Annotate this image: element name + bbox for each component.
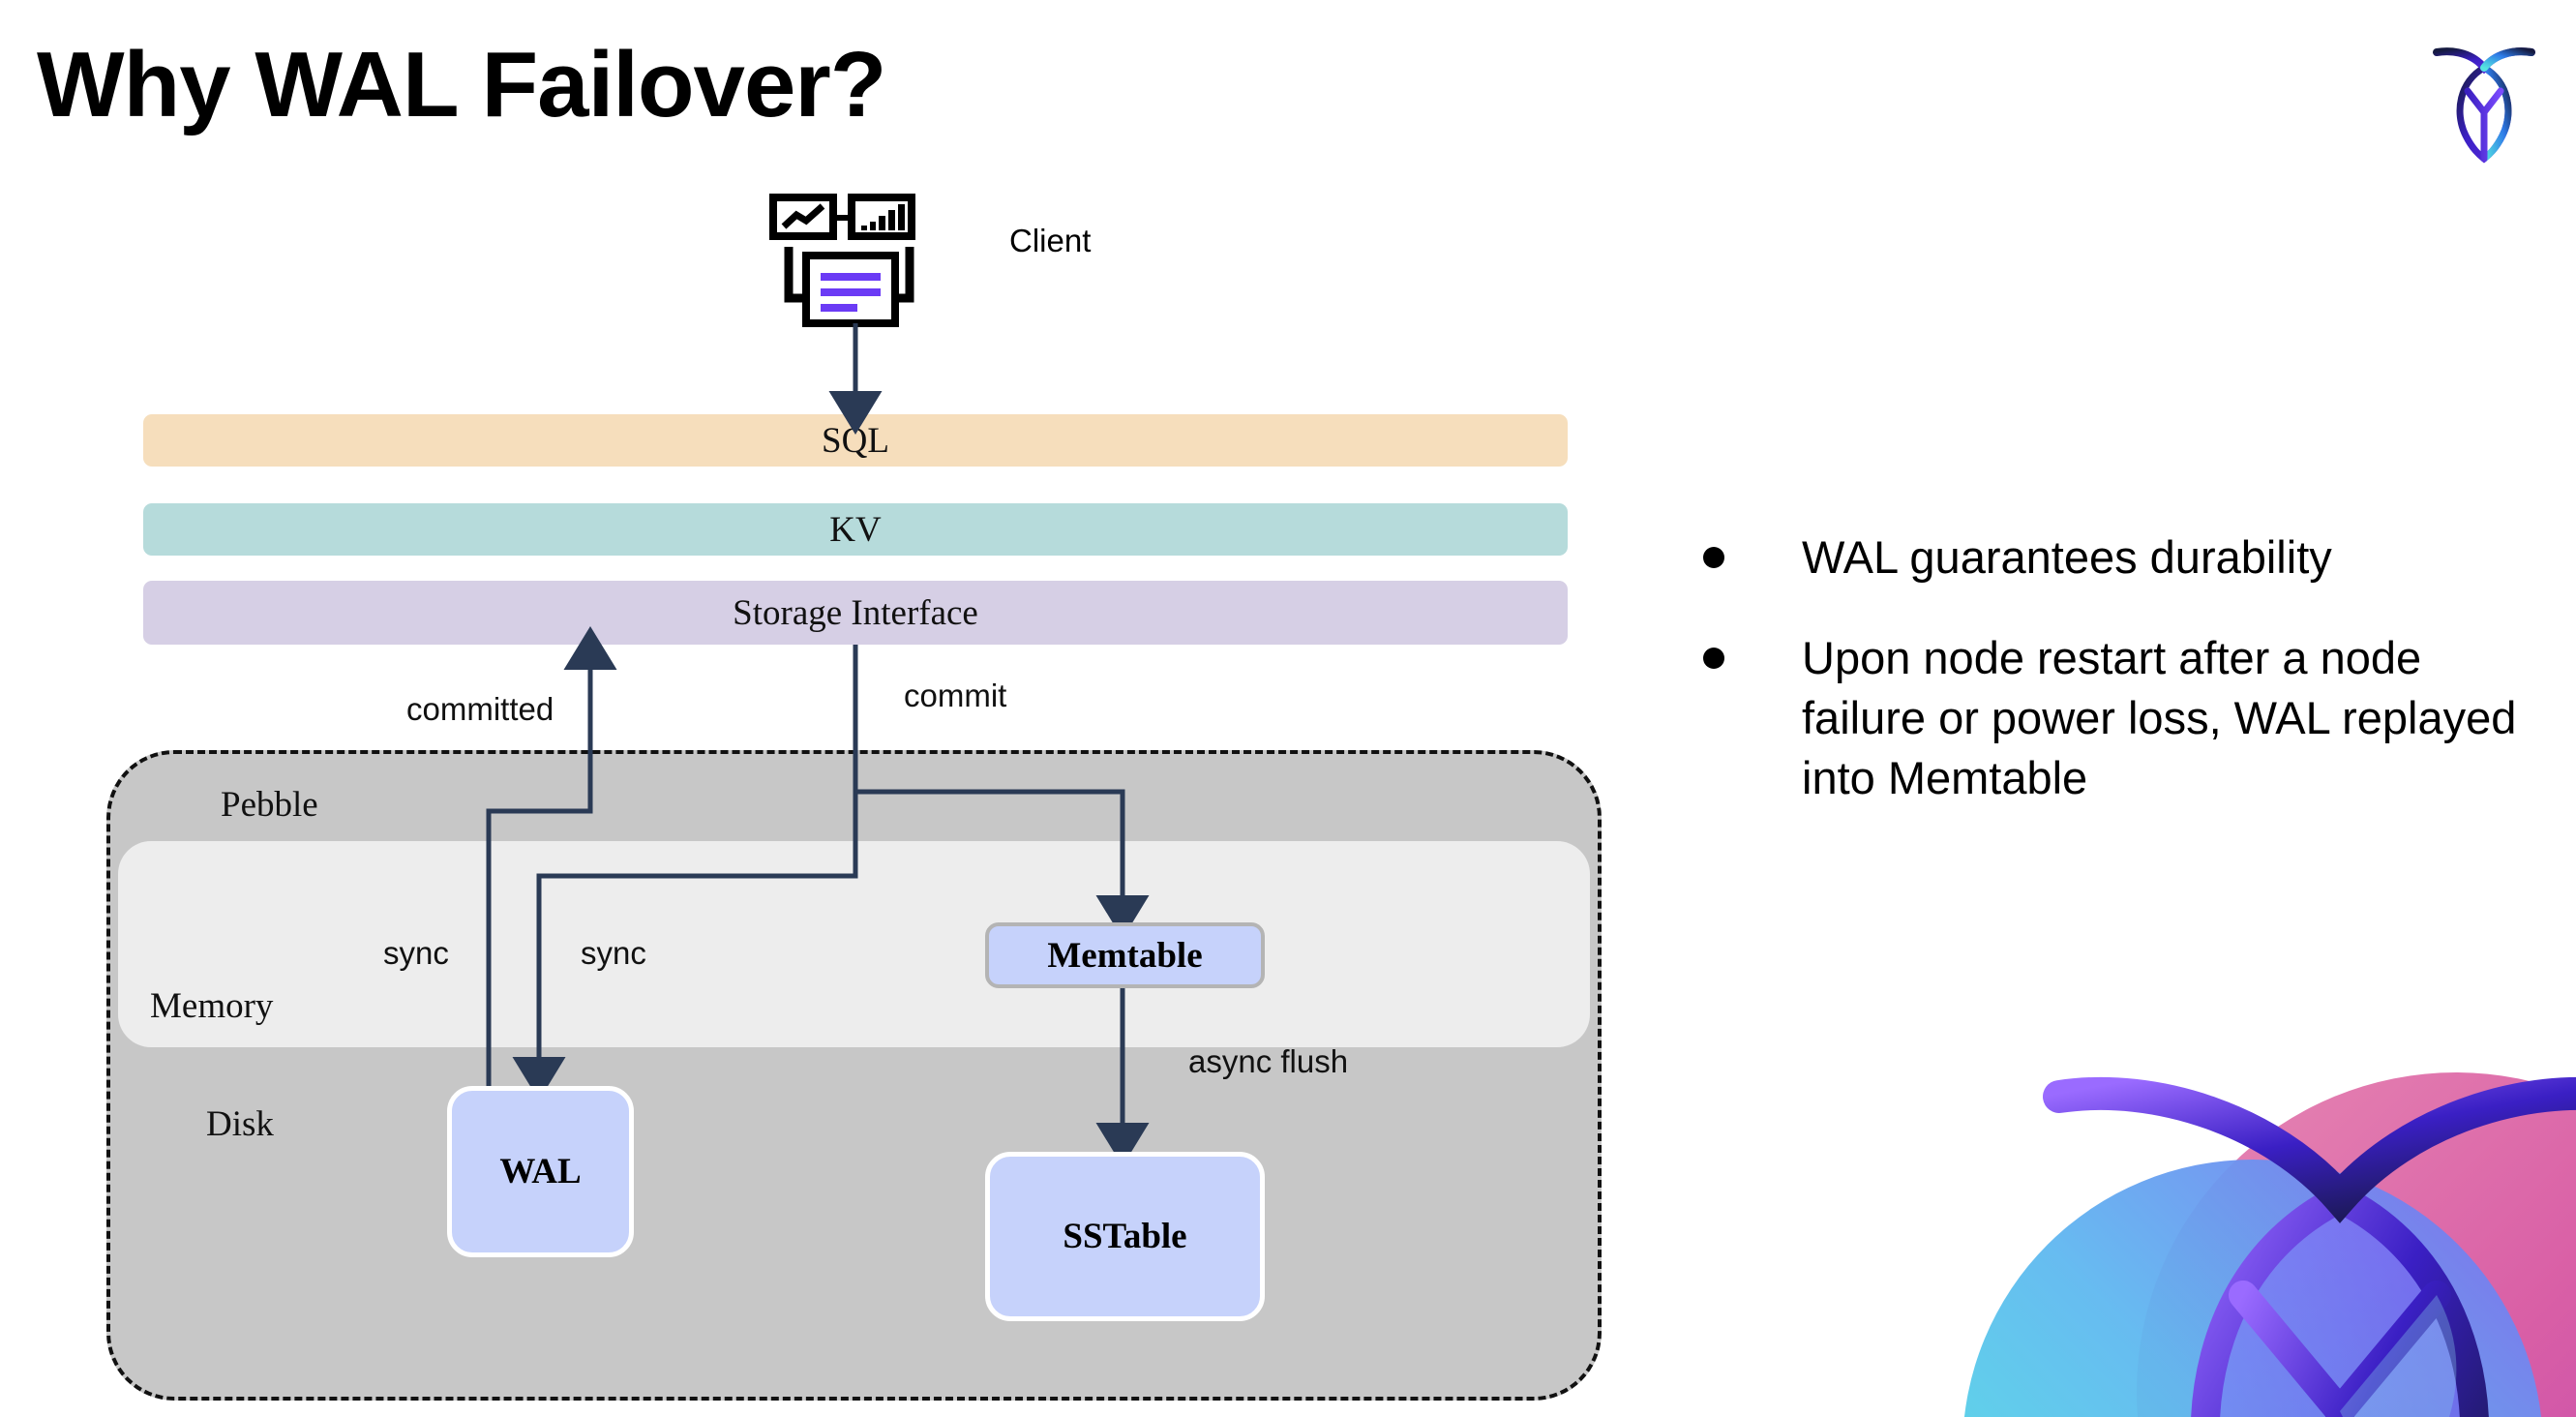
edge-label-sync-right: sync — [581, 935, 646, 971]
edge-label-commit: commit — [904, 678, 1007, 713]
pebble-label: Pebble — [221, 785, 318, 825]
node-label-memtable: Memtable — [1047, 935, 1203, 976]
node-sstable: SSTable — [985, 1152, 1265, 1321]
layer-label-storage-interface: Storage Interface — [733, 592, 978, 633]
memory-region — [118, 841, 1590, 1047]
client-label: Client — [1009, 223, 1092, 258]
page-title: Why WAL Failover? — [37, 33, 886, 136]
layer-bar-kv: KV — [143, 503, 1568, 556]
layer-bar-storage-interface: Storage Interface — [143, 581, 1568, 645]
bullet-dot-icon — [1703, 648, 1724, 670]
node-label-wal: WAL — [499, 1152, 582, 1191]
cockroach-labs-logo-icon — [2411, 23, 2557, 168]
bullet-text: Upon node restart after a node failure o… — [1802, 632, 2517, 804]
bullet-dot-icon — [1703, 547, 1724, 568]
edge-label-async-flush: async flush — [1188, 1043, 1349, 1079]
layer-label-sql: SQL — [822, 420, 889, 461]
node-label-sstable: SSTable — [1063, 1217, 1187, 1256]
layer-bar-sql: SQL — [143, 414, 1568, 467]
node-memtable: Memtable — [985, 922, 1265, 988]
client-dashboard-icon — [769, 194, 929, 329]
cockroach-labs-decorative-logo-icon — [1953, 908, 2576, 1417]
edge-label-committed: committed — [406, 691, 554, 727]
bullet-text: WAL guarantees durability — [1802, 531, 2332, 583]
bullet-list: WAL guarantees durability Upon node rest… — [1703, 528, 2526, 849]
disk-label: Disk — [206, 1104, 274, 1144]
memory-label: Memory — [150, 986, 274, 1026]
list-item: WAL guarantees durability — [1703, 528, 2526, 588]
layer-label-kv: KV — [829, 509, 882, 550]
edge-label-sync-left: sync — [383, 935, 449, 971]
list-item: Upon node restart after a node failure o… — [1703, 628, 2526, 808]
node-wal: WAL — [447, 1086, 634, 1257]
